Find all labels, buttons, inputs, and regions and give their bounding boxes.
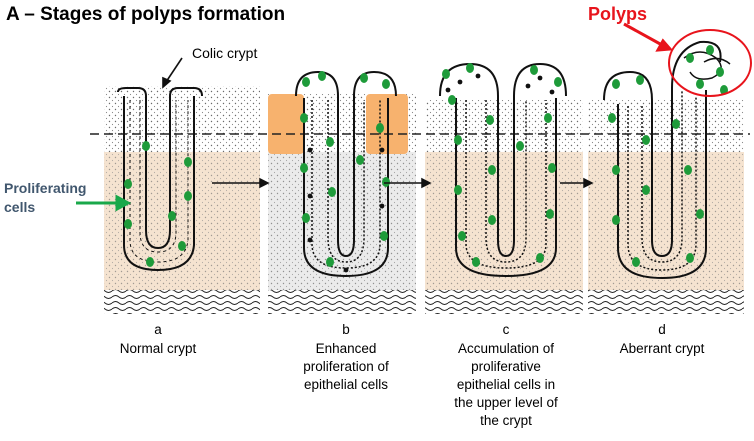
polyps-highlight-circle [668,29,752,97]
dense-nuclei [307,73,555,273]
crypt-b [295,70,397,278]
stage-b-caption: Enhanced proliferation of epithelial cel… [271,340,421,394]
caption-line: epithelial cells [303,377,389,392]
proliferating-label-line-2: cells [4,199,36,215]
stage-c-tissue [425,100,583,314]
figure-title: A – Stages of polyps formation [6,4,286,25]
caption-line: the crypt [480,413,532,428]
stage-d-caption: Aberrant crypt [587,340,737,358]
caption-line: epithelial cells in [456,377,556,392]
polyps-label: Polyps [588,4,648,24]
colic-crypt-pointer [162,57,183,89]
proliferating-label-line-1: Proliferating [4,180,87,196]
caption-line: Aberrant crypt [619,341,705,356]
colic-crypt-label: Colic crypt [192,45,258,61]
stage-a-letter: a [154,322,162,337]
stage-b-tissue [268,94,416,314]
caption-line: the upper level of [454,395,558,410]
stage-c-letter: c [503,322,510,337]
stage-c-caption: Accumulation of proliferative epithelial… [431,340,581,430]
crypt-d [603,40,731,280]
polyps-pointer [623,22,674,52]
enhanced-proliferation-block-left [268,94,304,154]
stage-b-letter: b [342,322,350,337]
caption-line: proliferative [471,359,541,374]
stage-d-tissue [588,100,744,314]
proliferating-cells-label: Proliferating cells [4,179,86,217]
stage-a-tissue [104,86,260,314]
stage-a-caption: Normal crypt [83,340,233,358]
caption-line: Enhanced [315,341,377,356]
proliferating-cells-pointer [76,194,132,212]
stage-arrows [212,177,594,189]
proliferating-cells [124,45,728,267]
crypt-a [117,87,203,272]
caption-line: proliferation of [303,359,389,374]
caption-line: Accumulation of [457,341,555,356]
stage-d-letter: d [658,322,666,337]
caption-line: Normal crypt [119,341,197,356]
